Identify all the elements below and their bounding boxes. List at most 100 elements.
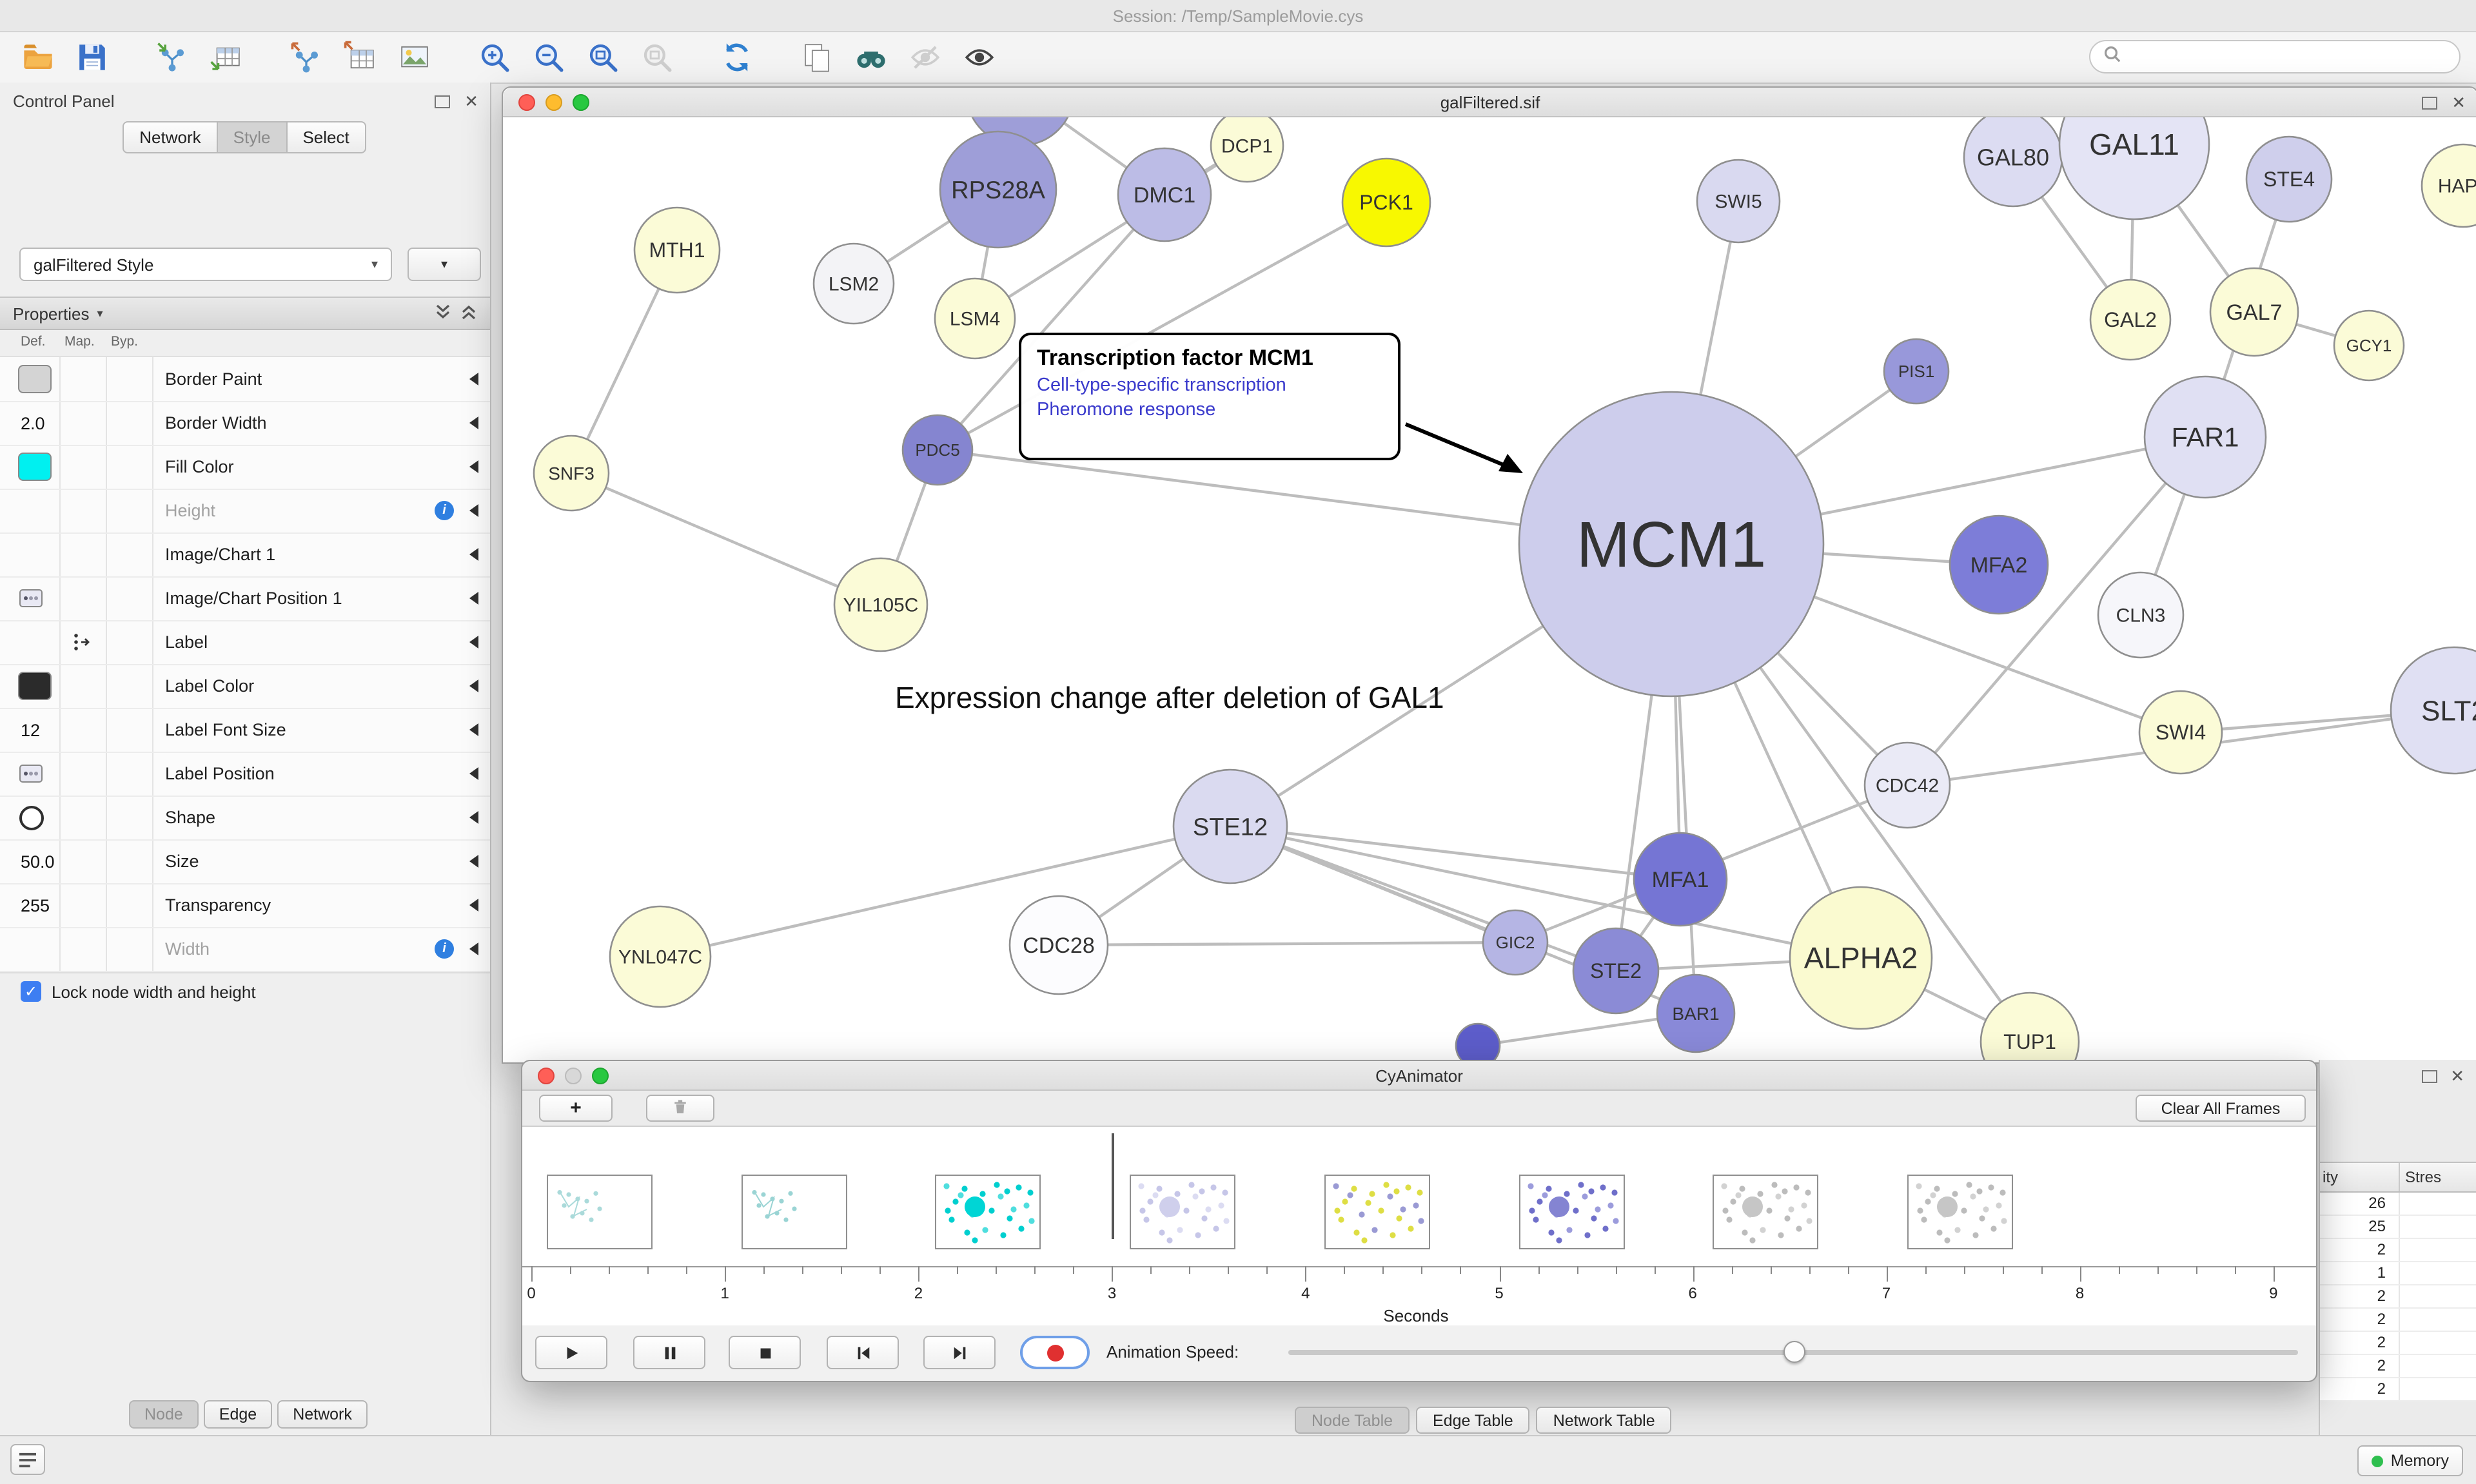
export-network-icon[interactable] [286, 37, 325, 76]
slider-thumb[interactable] [1783, 1341, 1805, 1363]
network-edge-ynl047c-ste12[interactable] [660, 825, 1231, 959]
network-node-unk1[interactable] [1455, 1022, 1501, 1062]
annotation-link-1[interactable]: Cell-type-specific transcription [1037, 375, 1286, 396]
network-window-titlebar[interactable]: galFiltered.sif ✕ [503, 88, 2476, 117]
network-node-mfa2[interactable]: MFA2 [1949, 514, 2049, 615]
property-row-fill-color[interactable]: Fill Color [0, 445, 490, 490]
property-row-image-chart-position-1[interactable]: Image/Chart Position 1 [0, 576, 490, 621]
style-options-button[interactable]: ▾ [408, 248, 481, 281]
network-node-pck1[interactable]: PCK1 [1341, 157, 1431, 248]
network-node-snf3[interactable]: SNF3 [533, 434, 610, 512]
frame-thumbnail-7[interactable] [1907, 1175, 2013, 1249]
border-width-mapping-cell[interactable] [59, 401, 106, 445]
shape-default-cell[interactable] [8, 796, 59, 839]
network-node-gal7[interactable]: GAL7 [2209, 267, 2299, 357]
cyanimator-titlebar[interactable]: CyAnimator [522, 1061, 2316, 1091]
close-panel-icon[interactable]: ✕ [464, 92, 478, 111]
table-row[interactable]: 2 [2320, 1355, 2476, 1378]
label-default-cell[interactable] [8, 620, 59, 664]
transparency-expand-arrow[interactable] [469, 899, 478, 912]
label-position-mapping-cell[interactable] [59, 752, 106, 796]
border-width-default-value[interactable]: 2.0 [21, 413, 45, 433]
frame-thumbnail-6[interactable] [1713, 1175, 1819, 1249]
width-info-icon[interactable]: i [435, 939, 454, 959]
network-edge-ste12-alpha2[interactable] [1230, 825, 1862, 960]
copy-icon[interactable] [797, 37, 836, 76]
border-paint-swatch[interactable] [18, 365, 52, 393]
frame-thumbnail-5[interactable] [1518, 1175, 1624, 1249]
size-default-cell[interactable]: 50.0 [8, 839, 59, 883]
network-node-pis1[interactable]: PIS1 [1883, 338, 1950, 405]
network-node-gal11[interactable]: GAL11 [2058, 117, 2210, 220]
network-node-mth1[interactable]: MTH1 [633, 206, 721, 294]
search-input[interactable] [2129, 46, 2446, 68]
tab-network-table[interactable]: Network Table [1536, 1407, 1672, 1434]
tab-edge-style[interactable]: Edge [203, 1400, 273, 1429]
play-button[interactable] [535, 1336, 607, 1369]
save-session-icon[interactable] [72, 37, 111, 76]
tab-node-style[interactable]: Node [129, 1400, 199, 1429]
network-node-gcy1[interactable]: GCY1 [2333, 309, 2405, 382]
property-row-label-color[interactable]: Label Color [0, 664, 490, 709]
memory-button[interactable]: Memory [2357, 1445, 2463, 1476]
table-column-header[interactable]: ity [2320, 1163, 2400, 1191]
close-table-panel-icon[interactable]: ✕ [2450, 1066, 2464, 1086]
border-paint-expand-arrow[interactable] [469, 373, 478, 386]
float-panel-icon[interactable] [435, 95, 451, 108]
ellipse-shape-icon[interactable] [19, 805, 44, 830]
label-mapping-cell[interactable] [59, 620, 106, 664]
network-edge-ste12-mfa1[interactable] [1230, 825, 1681, 881]
timeline-playhead[interactable] [1112, 1133, 1114, 1239]
network-node-dmc1[interactable]: DMC1 [1117, 147, 1212, 242]
network-edge-dmc1-pdc5[interactable] [936, 193, 1166, 451]
table-row[interactable]: 2 [2320, 1285, 2476, 1309]
image-chart-position-1-position-icon[interactable] [19, 589, 43, 607]
size-mapping-cell[interactable] [59, 839, 106, 883]
network-node-gal80[interactable]: GAL80 [1963, 117, 2063, 208]
table-row[interactable]: 26 [2320, 1193, 2476, 1216]
last-frame-button[interactable] [923, 1336, 996, 1369]
property-row-label-position[interactable]: Label Position [0, 752, 490, 797]
label-color-expand-arrow[interactable] [469, 679, 478, 692]
label-color-mapping-cell[interactable] [59, 664, 106, 708]
label-position-default-cell[interactable] [8, 752, 59, 796]
transparency-default-value[interactable]: 255 [21, 895, 50, 915]
network-node-lsm4[interactable]: LSM4 [934, 277, 1016, 360]
frame-thumbnail-0[interactable] [547, 1175, 653, 1249]
network-node-tup1[interactable]: TUP1 [1980, 991, 2080, 1062]
image-chart-1-mapping-cell[interactable] [59, 532, 106, 576]
network-node-cdc42[interactable]: CDC42 [1863, 741, 1951, 829]
pause-button[interactable] [633, 1336, 705, 1369]
fill-color-mapping-cell[interactable] [59, 445, 106, 489]
table-row[interactable]: 2 [2320, 1332, 2476, 1355]
show-hidden-icon[interactable] [959, 37, 998, 76]
property-row-image-chart-1[interactable]: Image/Chart 1 [0, 532, 490, 578]
zoom-window-icon[interactable] [592, 1067, 609, 1084]
zoom-out-icon[interactable] [529, 37, 567, 76]
size-default-value[interactable]: 50.0 [21, 852, 55, 871]
clear-all-frames-button[interactable]: Clear All Frames [2136, 1095, 2306, 1122]
tab-edge-table[interactable]: Edge Table [1416, 1407, 1530, 1434]
network-node-lsm2[interactable]: LSM2 [812, 242, 895, 325]
network-node-rps28a[interactable]: RPS28A [939, 130, 1057, 249]
search-box[interactable] [2089, 40, 2461, 73]
table-row[interactable]: 2 [2320, 1309, 2476, 1332]
label-position-position-icon[interactable] [19, 765, 43, 783]
style-selector[interactable]: galFiltered Style ▾ [19, 248, 392, 281]
zoom-fit-icon[interactable] [583, 37, 622, 76]
label-color-swatch[interactable] [18, 672, 52, 700]
width-expand-arrow[interactable] [469, 942, 478, 955]
table-row[interactable]: 1 [2320, 1262, 2476, 1285]
frame-thumbnail-3[interactable] [1130, 1175, 1236, 1249]
tab-node-table[interactable]: Node Table [1295, 1407, 1410, 1434]
width-mapping-cell[interactable] [59, 927, 106, 971]
tab-style[interactable]: Style [216, 121, 288, 153]
height-mapping-cell[interactable] [59, 489, 106, 532]
label-position-expand-arrow[interactable] [469, 767, 478, 780]
network-node-ste12[interactable]: STE12 [1172, 768, 1288, 884]
image-chart-1-default-cell[interactable] [8, 532, 59, 576]
network-node-yil105c[interactable]: YIL105C [833, 557, 928, 652]
